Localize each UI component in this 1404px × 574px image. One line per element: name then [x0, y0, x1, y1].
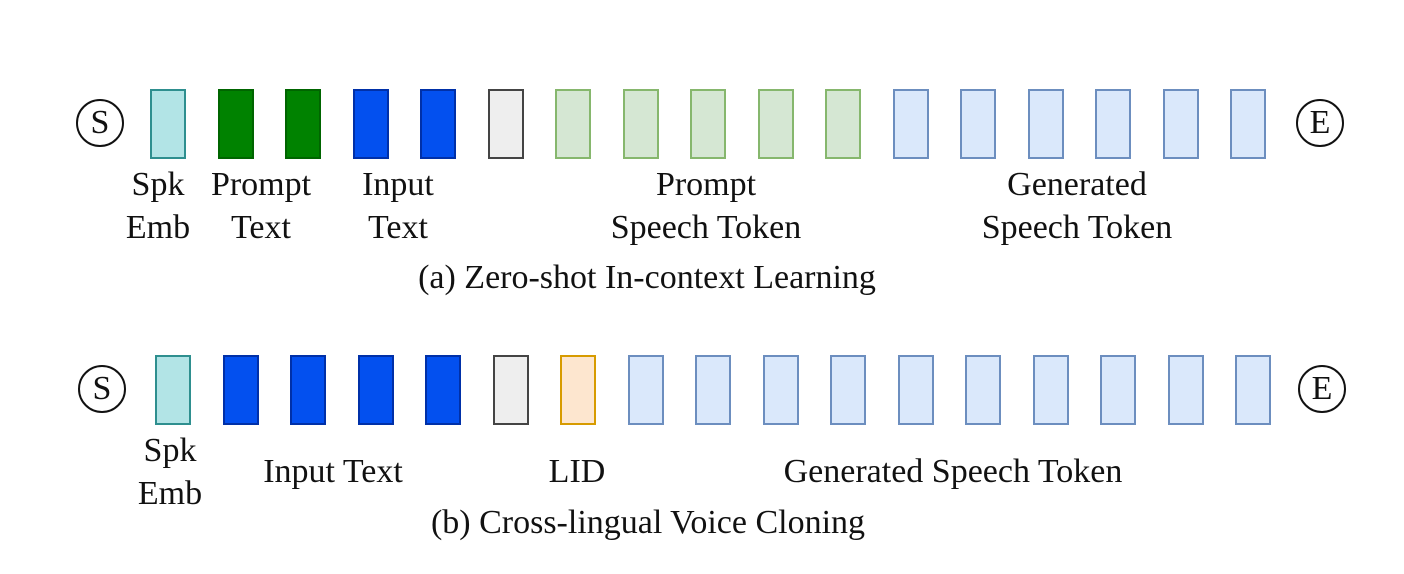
- spk-emb-label-a-line1: Spk: [131, 166, 185, 203]
- generated-speech-token-label-b: Generated Speech Token: [784, 450, 1123, 493]
- token-generated-speech-token-a: [1095, 89, 1131, 159]
- spk-emb-label-b-line2: Emb: [137, 475, 203, 512]
- token-generated-speech-token-b: [965, 355, 1001, 425]
- token-generated-speech-token-a: [960, 89, 996, 159]
- token-generated-speech-token-a: [1162, 89, 1199, 159]
- lid-label-b-line1: LID: [548, 453, 606, 490]
- token-generated-speech-token-b: [762, 355, 799, 425]
- lid-label-b: LID: [549, 450, 606, 493]
- spk-emb-label-b: Spk Emb: [138, 429, 202, 515]
- input-text-label-b: Input Text: [263, 450, 403, 493]
- token-spk-emb-b: [155, 355, 191, 425]
- token-prompt-speech-token-a: [690, 89, 726, 159]
- token-prompt-speech-token-a: [555, 89, 591, 159]
- token-prompt-text-a: [217, 89, 254, 159]
- token-generated-speech-token-b: [1032, 355, 1069, 425]
- prompt-speech-token-label-a-line1: Prompt: [655, 166, 757, 203]
- prompt-text-label-a-line1: Prompt: [210, 166, 312, 203]
- end-symbol-b: E: [1298, 365, 1346, 413]
- token-input-text-b: [222, 355, 259, 425]
- generated-speech-token-label-a-line1: Generated: [1007, 166, 1147, 203]
- spk-emb-label-a-line2: Emb: [125, 209, 191, 246]
- token-prompt-text-a: [285, 89, 321, 159]
- token-spk-emb-a: [150, 89, 186, 159]
- input-text-label-a: Input Text: [362, 163, 434, 249]
- token-input-text-b: [357, 355, 394, 425]
- token-input-text-b: [290, 355, 326, 425]
- generated-speech-token-label-b-line1: Generated Speech Token: [783, 453, 1123, 490]
- prompt-text-label-a-line2: Text: [231, 209, 291, 246]
- input-text-label-a-line1: Input: [362, 166, 434, 203]
- generated-speech-token-label-a-line2: Speech Token: [981, 209, 1173, 246]
- token-generated-speech-token-a: [1230, 89, 1266, 159]
- token-generated-speech-token-b: [830, 355, 866, 425]
- token-generated-speech-token-b: [627, 355, 664, 425]
- input-text-label-a-line2: Text: [368, 209, 428, 246]
- input-text-label-b-line1: Input Text: [263, 453, 403, 490]
- prompt-speech-token-label-a-line2: Speech Token: [610, 209, 802, 246]
- token-input-text-a: [352, 89, 389, 159]
- token-generated-speech-token-b: [1235, 355, 1271, 425]
- token-prompt-speech-token-a: [825, 89, 861, 159]
- token-generated-speech-token-b: [1167, 355, 1204, 425]
- end-symbol-a: E: [1296, 99, 1344, 147]
- token-input-text-b: [425, 355, 461, 425]
- token-prompt-speech-token-a: [622, 89, 659, 159]
- token-generated-speech-token-a: [892, 89, 929, 159]
- caption-b: (b) Cross-lingual Voice Cloning: [430, 504, 866, 541]
- prompt-speech-token-label-a: Prompt Speech Token: [611, 163, 802, 249]
- token-input-text-a: [420, 89, 456, 159]
- caption-a: (a) Zero-shot In-context Learning: [418, 259, 876, 296]
- prompt-text-label-a: Prompt Text: [211, 163, 311, 249]
- token-prompt-speech-token-a: [757, 89, 794, 159]
- spk-emb-label-a: Spk Emb: [126, 163, 190, 249]
- token-generated-speech-token-a: [1027, 89, 1064, 159]
- start-symbol-a: S: [76, 99, 124, 147]
- token-generated-speech-token-b: [897, 355, 934, 425]
- start-symbol-b: S: [78, 365, 126, 413]
- token-separator-a: [487, 89, 524, 159]
- generated-speech-token-label-a: Generated Speech Token: [982, 163, 1173, 249]
- token-separator-b: [492, 355, 529, 425]
- token-generated-speech-token-b: [1100, 355, 1136, 425]
- token-generated-speech-token-b: [695, 355, 731, 425]
- token-lid-b: [560, 355, 596, 425]
- spk-emb-label-b-line1: Spk: [143, 432, 197, 469]
